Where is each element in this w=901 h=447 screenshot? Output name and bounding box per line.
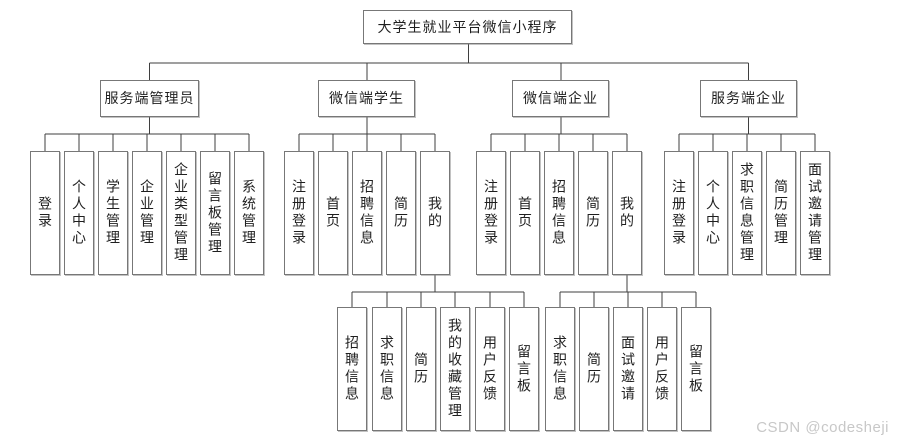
subtree-leaf-node: 用户反馈: [647, 307, 677, 431]
leaf-node: 企业管理: [132, 151, 162, 275]
leaf-node: 个人中心: [64, 151, 94, 275]
leaf-node: 简历: [386, 151, 416, 275]
wx-enterprise-children-connector: [490, 117, 628, 151]
branch-header-admin: 服务端管理员: [100, 80, 199, 117]
leaf-node: 招聘信息: [352, 151, 382, 275]
subtree-leaf-node: 留言板: [681, 307, 711, 431]
enterprise-my-node: 我的: [612, 151, 642, 275]
wx-student-children-connector: [298, 117, 436, 151]
root-to-branches-connector: [149, 44, 749, 80]
student-my-node: 我的: [420, 151, 450, 275]
leaf-node: 招聘信息: [544, 151, 574, 275]
leaf-node: 首页: [510, 151, 540, 275]
leaf-node: 学生管理: [98, 151, 128, 275]
student-my-subtree-connector: [351, 275, 525, 307]
leaf-node: 面试邀请管理: [800, 151, 830, 275]
branch-header-wx-enterprise: 微信端企业: [512, 80, 609, 117]
subtree-leaf-node: 我的收藏管理: [440, 307, 470, 431]
leaf-node: 留言板管理: [200, 151, 230, 275]
watermark: CSDN @codesheji: [756, 419, 889, 436]
subtree-leaf-node: 招聘信息: [337, 307, 367, 431]
subtree-leaf-node: 面试邀请: [613, 307, 643, 431]
branch-header-wx-student: 微信端学生: [318, 80, 415, 117]
subtree-leaf-node: 简历: [406, 307, 436, 431]
leaf-node: 简历管理: [766, 151, 796, 275]
subtree-leaf-node: 求职信息: [545, 307, 575, 431]
enterprise-my-subtree-connector: [559, 275, 697, 307]
leaf-node: 登录: [30, 151, 60, 275]
branch-header-srv-enterprise: 服务端企业: [700, 80, 797, 117]
subtree-leaf-node: 用户反馈: [475, 307, 505, 431]
leaf-node: 注册登录: [284, 151, 314, 275]
leaf-node: 首页: [318, 151, 348, 275]
leaf-node: 简历: [578, 151, 608, 275]
leaf-node: 系统管理: [234, 151, 264, 275]
leaf-node: 注册登录: [476, 151, 506, 275]
leaf-node: 求职信息管理: [732, 151, 762, 275]
srv-enterprise-children-connector: [678, 117, 816, 151]
subtree-leaf-node: 简历: [579, 307, 609, 431]
admin-children-connector: [44, 117, 250, 151]
root-node: 大学生就业平台微信小程序: [363, 10, 572, 44]
leaf-node: 企业类型管理: [166, 151, 196, 275]
subtree-leaf-node: 留言板: [509, 307, 539, 431]
leaf-node: 注册登录: [664, 151, 694, 275]
subtree-leaf-node: 求职信息: [372, 307, 402, 431]
leaf-node: 个人中心: [698, 151, 728, 275]
